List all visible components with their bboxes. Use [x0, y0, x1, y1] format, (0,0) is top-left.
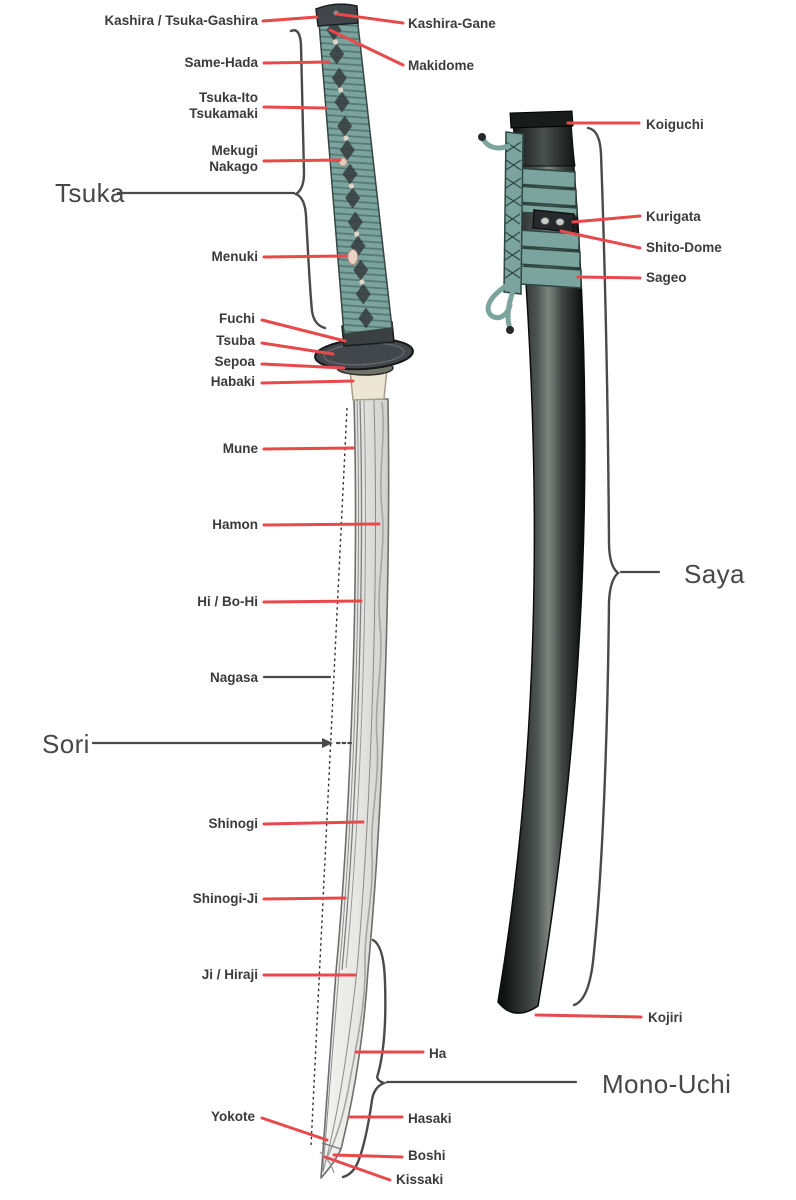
- leader-kurigata: [571, 214, 642, 224]
- leader-tsuba: [260, 341, 335, 356]
- leader-fuchi: [260, 318, 347, 343]
- hamon-temper-line: [325, 401, 384, 1161]
- sageo-cord-top-tip: [478, 133, 486, 141]
- label-sageo: Sageo: [646, 270, 687, 285]
- leader-mune: [262, 446, 355, 451]
- label-yokote: Yokote: [211, 1109, 255, 1124]
- tsuka-brace: [289, 29, 327, 330]
- leader-hi-bo-hi: [262, 599, 363, 604]
- leader-boshi: [332, 1153, 404, 1159]
- leader-shinogi-ji: [262, 896, 347, 901]
- label-kurigata: Kurigata: [646, 209, 701, 224]
- label-ji-hiraji: Ji / Hiraji: [202, 967, 258, 982]
- leader-yokote: [260, 1116, 329, 1142]
- label-mono-uchi: Mono-Uchi: [602, 1069, 731, 1099]
- leader-shinogi: [262, 820, 365, 826]
- label-kissaki: Kissaki: [396, 1172, 443, 1187]
- label-sori: Sori: [42, 729, 90, 759]
- same-hada-dots: [332, 39, 365, 285]
- leader-makidome: [328, 28, 405, 67]
- label-nagasa: Nagasa: [210, 670, 259, 685]
- kurigata-knob: [532, 209, 575, 233]
- koiguchi-mouth: [509, 110, 574, 129]
- label-menuki: Menuki: [211, 249, 258, 264]
- monouchi-brace: [341, 938, 388, 1179]
- label-ha: Ha: [429, 1046, 447, 1061]
- label-same-hada: Same-Hada: [184, 55, 258, 70]
- leader-same-hada: [262, 60, 331, 65]
- label-saya: Saya: [684, 559, 745, 589]
- leader-sepoa: [260, 362, 346, 370]
- leader-arrow-sori: [322, 738, 333, 748]
- nagasa-chord-dotted-line: [310, 407, 348, 1147]
- label-makidome: Makidome: [408, 58, 475, 73]
- label-shinogi: Shinogi: [209, 816, 259, 831]
- bohi-groove-line-2: [345, 400, 366, 969]
- leader-kashira-tsuka-gashira: [261, 15, 319, 23]
- leader-shito-dome: [559, 229, 642, 250]
- katana-artwork: [310, 3, 414, 1179]
- saya-body: [497, 121, 586, 1014]
- sageo-braid-strip: [503, 131, 524, 295]
- sageo-cord-top: [480, 136, 511, 151]
- label-fuchi: Fuchi: [219, 311, 255, 326]
- label-mune: Mune: [223, 441, 259, 456]
- tsuka-ito-diamonds: [326, 19, 374, 329]
- label-hi-bo-hi: Hi / Bo-Hi: [197, 594, 258, 609]
- leader-kashira-gane: [335, 12, 405, 25]
- label-kojiri: Kojiri: [648, 1010, 683, 1025]
- label-tsuba: Tsuba: [216, 333, 255, 348]
- label-kashira-gane: Kashira-Gane: [408, 16, 496, 31]
- label-sepoa: Sepoa: [214, 354, 255, 369]
- bohi-groove-line-1: [341, 400, 363, 971]
- label-hamon: Hamon: [212, 517, 258, 532]
- leader-tsuka-ito-tsukamaki: [262, 105, 328, 110]
- shito-dome-ring-1: [540, 216, 550, 226]
- shito-dome-ring-2: [555, 217, 565, 227]
- label-boshi: Boshi: [408, 1148, 446, 1163]
- boshi-line: [319, 1151, 335, 1174]
- label-hasaki: Hasaki: [408, 1111, 452, 1126]
- leader-sageo: [576, 275, 642, 280]
- label-tsuka: Tsuka: [55, 178, 125, 208]
- label-koiguchi: Koiguchi: [646, 117, 704, 132]
- leader-hamon: [262, 522, 381, 527]
- saya-artwork: [478, 110, 586, 1014]
- label-shinogi-ji: Shinogi-Ji: [193, 891, 258, 906]
- label-kashira-tsuka-gashira: Kashira / Tsuka-Gashira: [104, 13, 258, 28]
- leader-habaki: [260, 379, 355, 385]
- shinogi-ridge-line: [322, 399, 376, 1173]
- labels-layer: Kashira / Tsuka-Gashira Kashira-GaneMakid…: [42, 12, 745, 1187]
- leader-kojiri: [534, 1013, 643, 1019]
- sageo-cord-end-tip: [506, 326, 514, 334]
- leader-mekugi-nakago: [262, 158, 342, 163]
- braces: [289, 29, 620, 1179]
- menuki-ornament: [347, 249, 359, 265]
- yokote-line: [321, 1142, 342, 1150]
- label-shito-dome: Shito-Dome: [646, 240, 722, 255]
- sageo-cord-end: [505, 285, 517, 331]
- saya-brace: [572, 126, 620, 1007]
- leader-kissaki: [323, 1155, 392, 1182]
- label-habaki: Habaki: [211, 374, 255, 389]
- sageo-braid-crosses: [504, 141, 522, 279]
- leader-menuki: [262, 254, 348, 259]
